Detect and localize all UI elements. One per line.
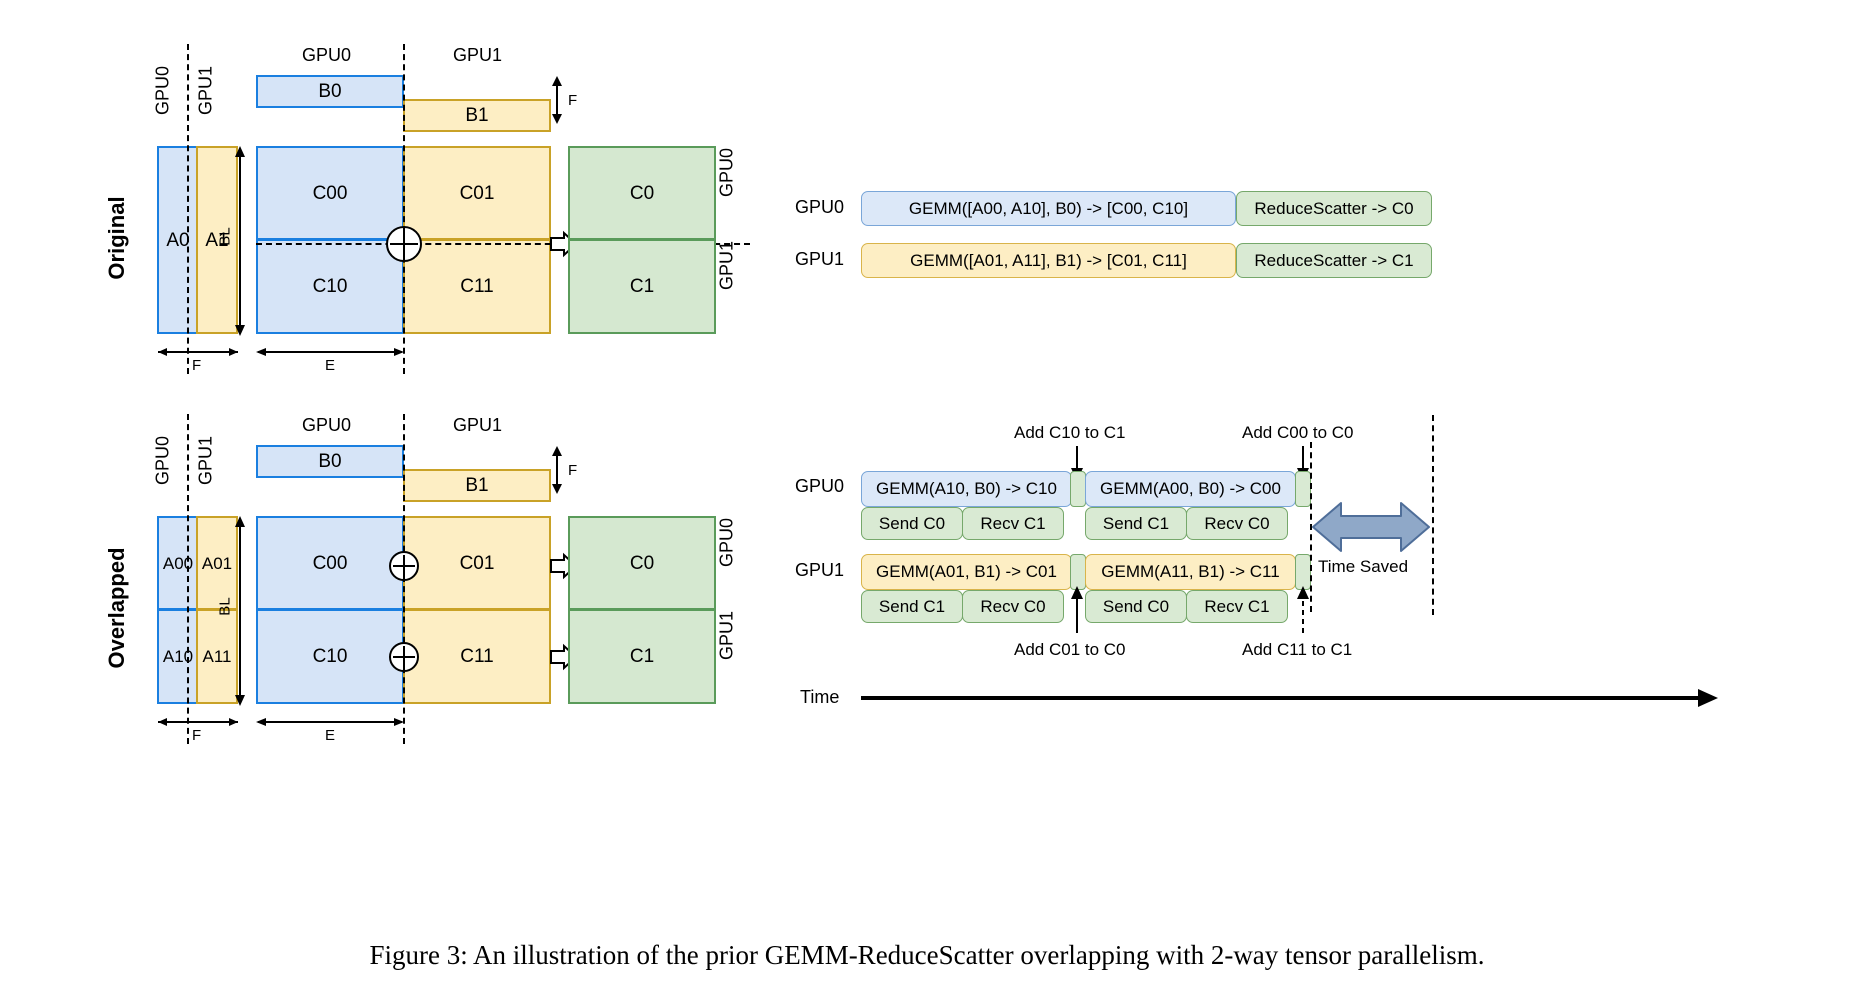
ovl-dim-F-right-label: F — [568, 462, 578, 479]
ovl-gpu0-gemm-2: GEMM(A00, B0) -> C00 — [1085, 471, 1296, 507]
orig-out-side-gpu1: GPU1 — [716, 240, 737, 291]
ovl-block-C10: C10 — [256, 609, 404, 704]
orig-timeline-gpu1-comm: ReduceScatter -> C1 — [1236, 243, 1432, 278]
ovl-annotation-add-c01-to-c0: Add C01 to C0 — [1014, 640, 1126, 659]
ovl-time-saved-label: Time Saved — [1318, 557, 1409, 576]
ovl-block-A10: A10 — [157, 609, 199, 704]
orig-b-header-gpu0: GPU0 — [302, 45, 352, 65]
orig-timeline-gpu0-comm: ReduceScatter -> C0 — [1236, 191, 1432, 226]
orig-b-header-gpu1: GPU1 — [453, 45, 503, 65]
ovl-annotation-add-c11-to-c1: Add C11 to C1 — [1242, 640, 1353, 659]
ovl-gpu1-comm-recv-c1: Recv C1 — [1186, 590, 1288, 623]
ovl-gpu1-add-marker-1 — [1070, 554, 1086, 590]
orig-block-C01: C01 — [403, 146, 551, 240]
ovl-dim-E-label: E — [325, 727, 336, 744]
orig-block-C00: C00 — [256, 146, 404, 240]
ovl-b-header-gpu1: GPU1 — [453, 415, 503, 435]
ovl-gpu0-comm-send-c1: Send C1 — [1085, 507, 1187, 540]
orig-dim-F-right-label: F — [568, 92, 578, 109]
row-title-original: Original — [104, 196, 129, 280]
orig-timeline-row-label-gpu0: GPU0 — [795, 197, 845, 217]
ovl-time-axis-label: Time — [800, 687, 840, 707]
orig-block-C10: C10 — [256, 239, 404, 334]
ovl-b-header-gpu0: GPU0 — [302, 415, 352, 435]
row-title-overlapped: Overlapped — [104, 547, 129, 669]
ovl-block-A00: A00 — [157, 516, 199, 610]
orig-dim-E-label: E — [325, 357, 336, 374]
ovl-block-C0-out: C0 — [568, 516, 716, 610]
ovl-annotation-add-c00-to-c0: Add C00 to C0 — [1242, 423, 1354, 442]
ovl-gpu-divider — [403, 414, 405, 744]
orig-gpu-divider — [403, 44, 405, 374]
orig-block-B1: B1 — [403, 99, 551, 132]
ovl-block-A11: A11 — [196, 609, 238, 704]
ovl-gpu0-add-marker-1 — [1070, 471, 1086, 507]
orig-a-header-gpu1: GPU1 — [195, 65, 216, 116]
ovl-gpu1-comm-send-c0: Send C0 — [1085, 590, 1187, 623]
orig-timeline-gpu1-gemm: GEMM([A01, A11], B1) -> [C01, C11] — [861, 243, 1236, 278]
ovl-time-saved-end-line — [1432, 415, 1434, 615]
ovl-gpu1-add-marker-2 — [1295, 554, 1311, 590]
orig-dim-BL-label: BL — [216, 227, 234, 246]
orig-c-midline — [256, 243, 750, 245]
ovl-gpu0-comm-send-c0: Send C0 — [861, 507, 963, 540]
orig-a-divider — [187, 44, 189, 374]
ovl-dim-F-left-label: F — [192, 727, 202, 744]
ovl-gpu1-comm-send-c1: Send C1 — [861, 590, 963, 623]
ovl-a-divider — [187, 414, 189, 744]
ovl-gpu1-comm-recv-c0: Recv C0 — [962, 590, 1064, 623]
ovl-block-C00: C00 — [256, 516, 404, 610]
ovl-block-B0: B0 — [256, 445, 404, 478]
ovl-time-saved-start-line — [1310, 442, 1312, 612]
orig-block-B0: B0 — [256, 75, 404, 108]
orig-out-side-gpu0: GPU0 — [716, 147, 737, 198]
orig-timeline-row-label-gpu1: GPU1 — [795, 249, 845, 269]
orig-block-C1-out: C1 — [568, 239, 716, 334]
ovl-annotation-add-c10-to-c1: Add C10 to C1 — [1014, 423, 1126, 442]
ovl-gpu1-gemm-1: GEMM(A01, B1) -> C01 — [861, 554, 1072, 590]
ovl-block-C1-out: C1 — [568, 609, 716, 704]
orig-a-header-gpu0: GPU0 — [152, 65, 173, 116]
ovl-a-header-gpu1: GPU1 — [195, 435, 216, 486]
orig-block-C0-out: C0 — [568, 146, 716, 240]
ovl-gpu0-add-marker-2 — [1295, 471, 1311, 507]
orig-timeline-gpu0-gemm: GEMM([A00, A10], B0) -> [C00, C10] — [861, 191, 1236, 226]
ovl-gpu1-gemm-2: GEMM(A11, B1) -> C11 — [1085, 554, 1296, 590]
orig-block-A0: A0 — [157, 146, 199, 334]
ovl-out-side-gpu0: GPU0 — [716, 517, 737, 568]
figure-caption: Figure 3: An illustration of the prior G… — [369, 940, 1485, 970]
ovl-dim-BL-label: BL — [216, 597, 234, 616]
ovl-a-header-gpu0: GPU0 — [152, 435, 173, 486]
ovl-block-B1: B1 — [403, 469, 551, 502]
orig-block-A1: A1 — [196, 146, 238, 334]
orig-block-C11: C11 — [403, 239, 551, 334]
ovl-gpu0-comm-recv-c1: Recv C1 — [962, 507, 1064, 540]
ovl-block-C01: C01 — [403, 516, 551, 610]
ovl-timeline-row-label-gpu0: GPU0 — [795, 476, 845, 496]
ovl-timeline-row-label-gpu1: GPU1 — [795, 560, 845, 580]
ovl-gpu0-gemm-1: GEMM(A10, B0) -> C10 — [861, 471, 1072, 507]
orig-dim-F-left-label: F — [192, 357, 202, 374]
ovl-block-A01: A01 — [196, 516, 238, 610]
ovl-gpu0-comm-recv-c0: Recv C0 — [1186, 507, 1288, 540]
ovl-out-side-gpu1: GPU1 — [716, 610, 737, 661]
ovl-block-C11: C11 — [403, 609, 551, 704]
